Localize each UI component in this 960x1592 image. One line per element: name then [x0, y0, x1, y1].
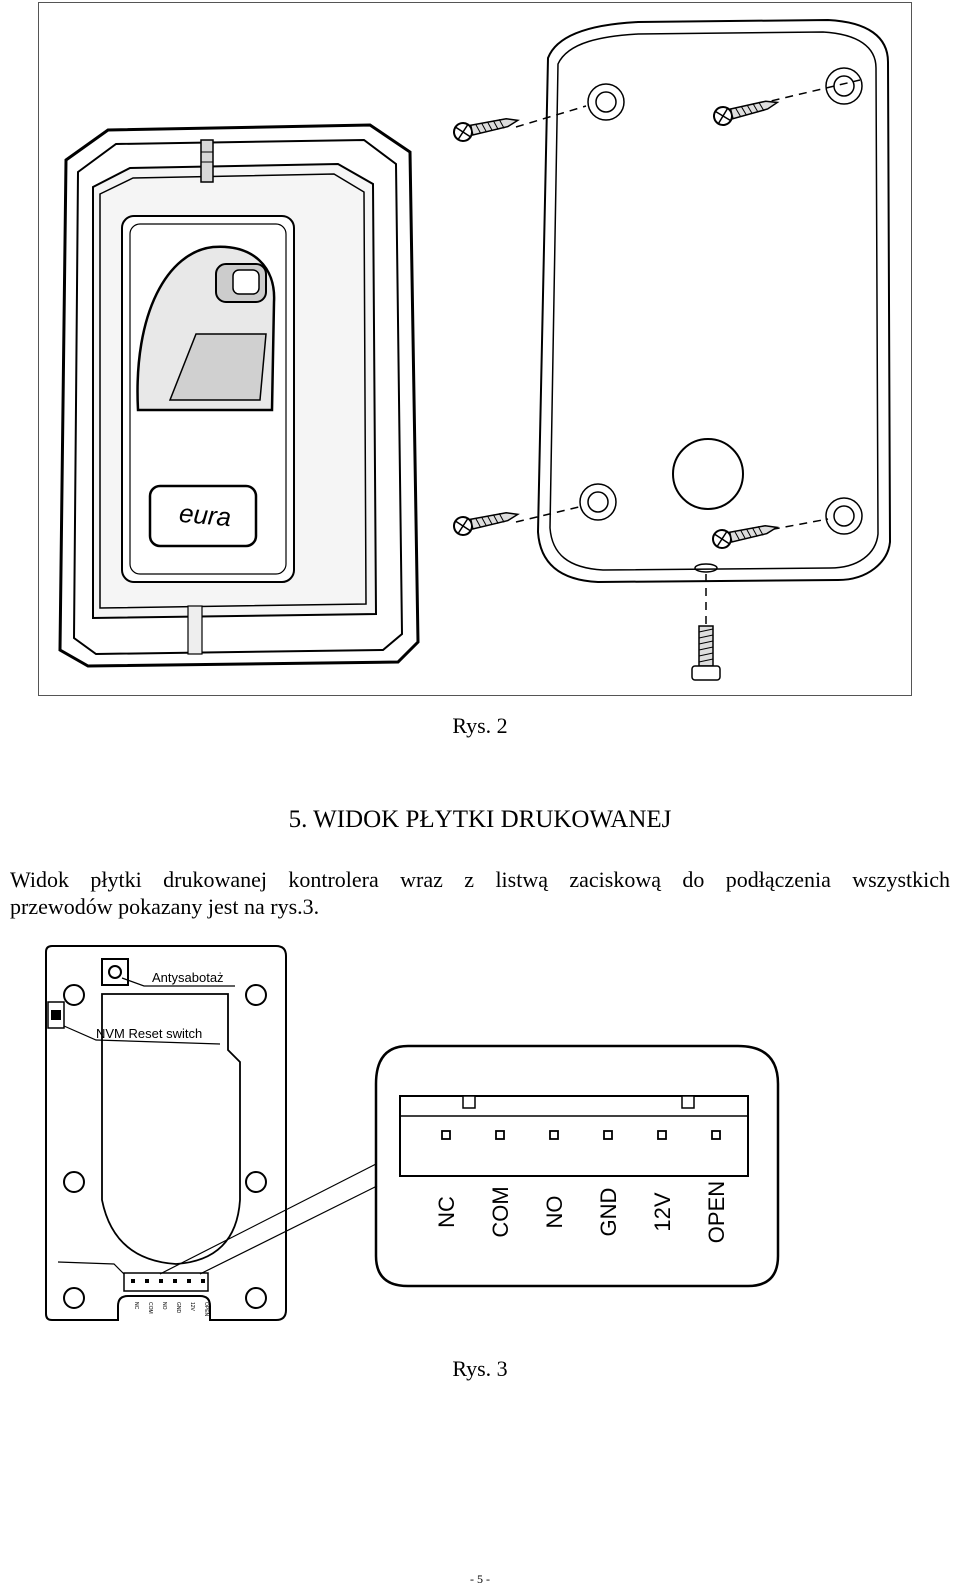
zoom-terminal-pins	[441, 1130, 721, 1140]
tamper-label: Antysabotaż	[152, 970, 224, 985]
svg-text:OPEN: OPEN	[203, 1302, 209, 1317]
figure-3-caption: Rys. 3	[452, 1356, 508, 1381]
figure-2-drawing: eura	[38, 2, 912, 696]
terminal-zoom-box	[374, 1044, 780, 1288]
pcb-terminal-labels-small: NC COM NO GND 12V OPEN	[133, 1302, 209, 1317]
zoom-terminal-labels: NC COM NO GND 12V OPEN	[434, 1181, 729, 1243]
figure-2-caption: Rys. 2	[452, 713, 508, 738]
terminal-label-com: COM	[488, 1186, 513, 1237]
pcb-board	[45, 945, 287, 1321]
page-number: - 5 -	[470, 1572, 490, 1586]
svg-text:COM: COM	[147, 1302, 153, 1314]
svg-text:NO: NO	[161, 1302, 167, 1310]
svg-text:GND: GND	[175, 1302, 181, 1314]
reader-housing	[58, 123, 420, 668]
terminal-label-12v: 12V	[650, 1192, 675, 1231]
paragraph-line-1: Widok płytki drukowanej kontrolera wraz …	[10, 867, 950, 892]
screws	[453, 79, 861, 681]
nvm-reset-label: NVM Reset switch	[96, 1026, 202, 1041]
section-heading: 5. WIDOK PŁYTKI DRUKOWANEJ	[288, 806, 672, 833]
terminal-label-gnd: GND	[596, 1188, 621, 1237]
terminal-label-nc: NC	[434, 1196, 459, 1228]
device-logo: eura	[178, 498, 232, 532]
svg-text:12V: 12V	[189, 1302, 195, 1312]
terminal-label-open: OPEN	[704, 1181, 729, 1243]
figure-3-drawing: NC COM NO GND 12V OPEN Antysabotaż NVM R…	[45, 945, 780, 1321]
paragraph-line-2: przewodów pokazany jest na rys.3.	[10, 894, 320, 919]
svg-text:NC: NC	[133, 1302, 139, 1310]
terminal-label-no: NO	[542, 1196, 567, 1229]
back-plate	[536, 18, 892, 584]
pcb-terminal-pins	[131, 1279, 205, 1283]
